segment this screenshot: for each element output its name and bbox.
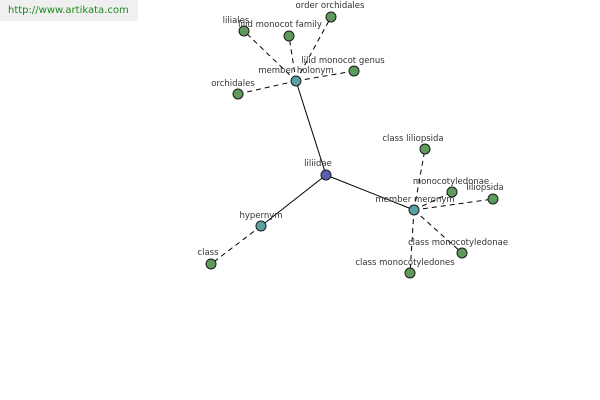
node-label-lilid-monocot-genus[interactable]: lilid monocot genus [301,56,385,66]
nodes-layer [205,11,499,279]
node-order-orchidales[interactable] [325,11,337,23]
node-class-monocotyledonae[interactable] [456,247,468,259]
node-label-orchidales[interactable]: orchidales [211,79,255,89]
node-label-monocotyledonae[interactable]: monocotyledonae [413,177,489,187]
node-label-lilid-monocot-family[interactable]: lilid monocot family [238,20,322,30]
edge-member-holonym-to-orchidales [237,80,297,95]
node-label-member-holonym[interactable]: member holonym [258,66,333,76]
edge-member-holonym-to-order-orchidales [295,16,332,82]
labels-layer: liliidae member holonym hypernym member mer… [197,1,508,268]
edge-liliidae-to-member-meronym [325,174,415,211]
edge-member-holonym-to-lilid-monocot-family [288,35,297,82]
edge-member-holonym-to-lilid-monocot-genus [295,70,355,82]
node-orchidales[interactable] [232,88,244,100]
node-class-liliopsida[interactable] [419,143,431,155]
node-label-class-monocotyledonae[interactable]: class monocotyledonae [408,238,508,248]
node-label-liliales[interactable]: liliales [223,16,250,26]
edge-member-meronym-to-liliopsida [413,198,494,211]
node-liliopsida[interactable] [487,193,499,205]
node-lilid-monocot-genus[interactable] [348,65,360,77]
edge-liliidae-to-member-holonym [295,80,327,176]
edge-liliidae-to-hypernym [260,174,327,227]
node-member-holonym[interactable] [290,75,302,87]
node-label-class-monocotyledones[interactable]: class monocotyledones [355,258,455,268]
edges-layer [210,16,494,274]
edge-member-meronym-to-monocotyledonae [413,191,453,211]
node-class[interactable] [205,258,217,270]
node-member-meronym[interactable] [408,204,420,216]
node-label-liliopsida[interactable]: liliopsida [466,183,503,193]
node-label-member-meronym[interactable]: member meronym [375,195,454,205]
node-label-class-liliopsida[interactable]: class liliopsida [382,134,443,144]
node-liliales[interactable] [238,25,250,37]
node-monocotyledonae[interactable] [446,186,458,198]
node-label-hypernym[interactable]: hypernym [239,211,282,221]
site-url-link[interactable]: http://www.artikata.com [0,0,138,21]
node-lilid-monocot-family[interactable] [283,30,295,42]
node-label-order-orchidales[interactable]: order orchidales [296,1,365,11]
node-label-class[interactable]: class [197,248,219,258]
edge-member-meronym-to-class-monocotyledones [409,209,415,274]
edge-hypernym-to-class [210,225,262,265]
edge-member-meronym-to-class-liliopsida [413,148,426,211]
node-class-monocotyledones[interactable] [404,267,416,279]
edge-member-meronym-to-class-monocotyledonae [413,209,463,254]
node-liliidae[interactable] [320,169,332,181]
edge-member-holonym-to-liliales [243,30,297,82]
node-hypernym[interactable] [255,220,267,232]
node-label-liliidae[interactable]: liliidae [304,159,332,169]
